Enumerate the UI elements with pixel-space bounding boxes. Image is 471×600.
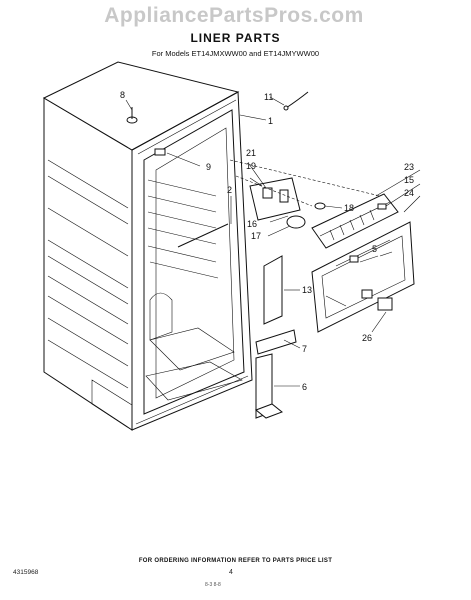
callout-18: 18 — [344, 203, 354, 213]
callout-5: 5 — [372, 244, 377, 254]
part-2-rod — [177, 196, 232, 248]
part-23-light-cover — [311, 169, 421, 249]
small-code: 8-3 8-8 — [205, 582, 221, 588]
callout-23: 23 — [404, 162, 414, 172]
part-6-strip — [255, 353, 300, 419]
callout-21: 21 — [246, 148, 256, 158]
part-11-wire — [269, 91, 309, 111]
page-title: LINER PARTS — [190, 31, 281, 45]
control-housing — [229, 159, 381, 237]
callout-15: 15 — [404, 175, 414, 185]
part-9-bracket — [154, 148, 201, 167]
callout-6: 6 — [302, 382, 307, 392]
part-13-panel — [263, 255, 300, 325]
callout-8: 8 — [120, 90, 125, 100]
refrigerator-cabinet — [42, 61, 253, 431]
callout-24: 24 — [404, 188, 414, 198]
callout-19: 19 — [246, 161, 256, 171]
callout-11: 11 — [264, 92, 273, 102]
callout-9: 9 — [206, 162, 211, 172]
callout-16: 16 — [247, 219, 257, 229]
callout-17: 17 — [251, 231, 261, 241]
callout-26: 26 — [362, 333, 372, 343]
callout-13: 13 — [302, 285, 312, 295]
ordering-note: FOR ORDERING INFORMATION REFER TO PARTS … — [138, 558, 333, 564]
part-7-bracket — [255, 329, 301, 355]
page-number: 4 — [229, 569, 233, 576]
part-24-panel — [311, 195, 421, 333]
callout-2: 2 — [227, 185, 232, 195]
callout-1: 1 — [268, 116, 273, 126]
page-subtitle: For Models ET14JMXWW00 and ET14JMYWW00 — [151, 49, 320, 58]
watermark: AppliancePartsPros.com — [104, 4, 364, 27]
document-number: 4315968 — [13, 569, 39, 576]
callout-7: 7 — [302, 344, 307, 354]
part-8-screw — [125, 99, 138, 124]
